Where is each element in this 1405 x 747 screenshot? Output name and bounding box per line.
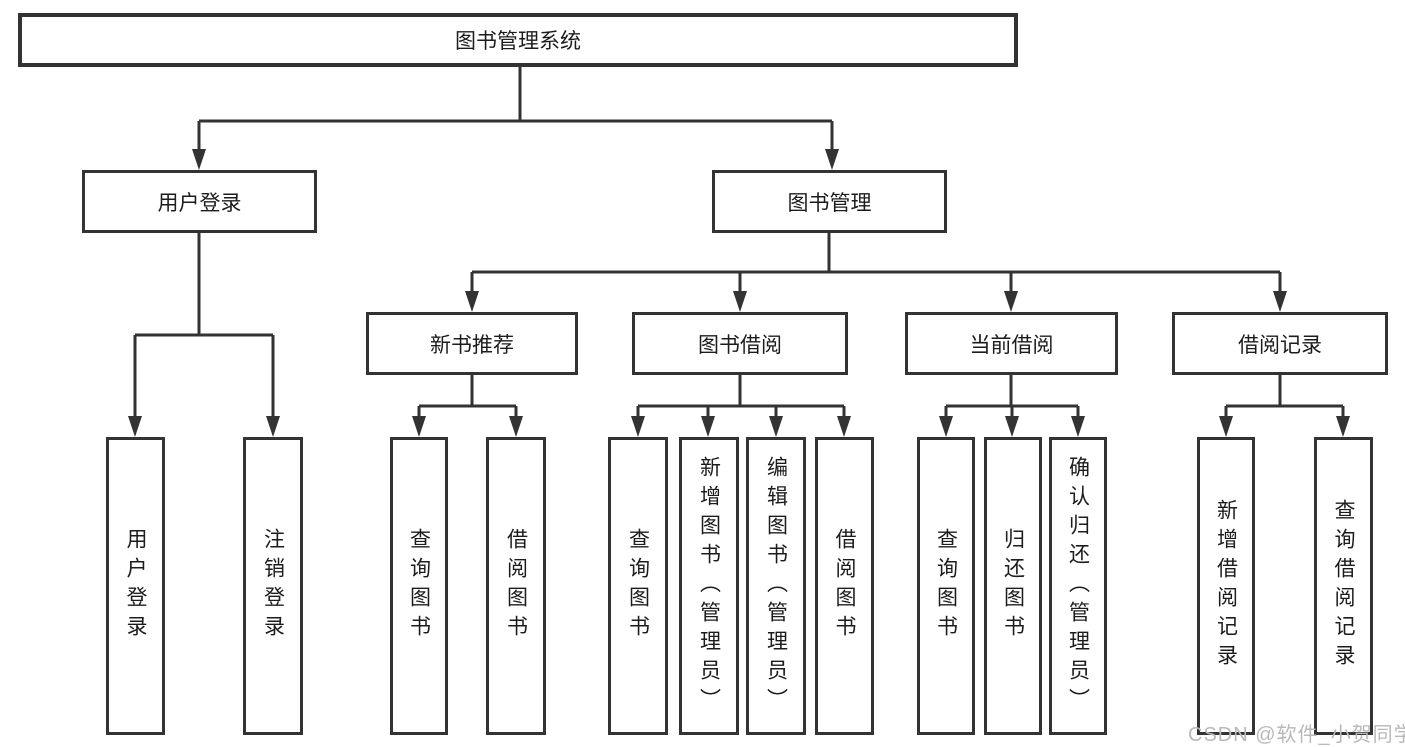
node-book-borrowing: 图书借阅 — [632, 312, 848, 375]
node-label: 新增借阅记录 — [1214, 499, 1238, 673]
trunk-borrow-records — [1224, 375, 1345, 420]
node-label: 图书管理 — [787, 191, 872, 215]
connector-lines — [133, 67, 1345, 420]
arrow-down-icon — [509, 416, 523, 437]
node-label: 借阅图书 — [504, 528, 528, 644]
node-label: 编辑图书（管理员） — [764, 455, 788, 717]
node-label: 借阅图书 — [833, 528, 856, 644]
node-label: 新增图书（管理员） — [697, 455, 721, 717]
leaf-borrow-books: 借阅图书 — [815, 437, 874, 735]
node-label: 查询图书 — [934, 528, 958, 644]
node-library-system: 图书管理系统 — [18, 13, 1018, 67]
node-label: 注销登录 — [261, 528, 285, 644]
trunk-book-mgmt — [470, 233, 1282, 295]
arrow-down-icon — [1219, 416, 1233, 437]
trunk-new-books — [417, 375, 518, 420]
leaf-query-books-current: 查询图书 — [917, 437, 975, 735]
trunk-root — [197, 67, 834, 153]
arrow-down-icon — [412, 416, 426, 437]
node-label: 确认归还（管理员） — [1066, 455, 1090, 717]
node-label: 借阅记录 — [1238, 333, 1322, 357]
node-label: 新书推荐 — [430, 333, 514, 357]
leaf-logout: 注销登录 — [243, 437, 303, 735]
node-label: 用户登录 — [157, 191, 242, 215]
arrow-down-icon — [1336, 416, 1350, 437]
arrow-down-icon — [769, 416, 783, 437]
watermark: CSDN @软件_小贺同学 — [1188, 724, 1405, 746]
arrow-down-icon — [733, 291, 747, 312]
leaf-add-books-admin: 新增图书（管理员） — [679, 437, 739, 735]
arrow-down-icon — [837, 416, 851, 437]
node-book-management: 图书管理 — [712, 170, 947, 233]
leaf-add-borrow-record: 新增借阅记录 — [1197, 437, 1255, 735]
trunk-book-borrow — [636, 375, 846, 420]
arrow-down-icon — [631, 416, 645, 437]
node-current-borrowing: 当前借阅 — [905, 312, 1118, 375]
arrow-down-icon — [1004, 291, 1018, 312]
arrow-down-icon — [128, 416, 142, 437]
leaf-user-login: 用户登录 — [106, 437, 165, 735]
leaf-query-books-recommend: 查询图书 — [390, 437, 448, 735]
node-new-book-recommend: 新书推荐 — [366, 312, 578, 375]
leaf-return-books: 归还图书 — [984, 437, 1042, 735]
arrow-down-icon — [192, 149, 206, 170]
leaf-query-books-borrow: 查询图书 — [608, 437, 668, 735]
arrow-down-icon — [266, 416, 280, 437]
leaf-query-borrow-record: 查询借阅记录 — [1314, 437, 1373, 735]
leaf-confirm-return-admin: 确认归还（管理员） — [1049, 437, 1107, 735]
node-borrowing-records: 借阅记录 — [1172, 312, 1388, 375]
arrowheads — [128, 149, 1350, 437]
node-label: 查询图书 — [626, 528, 650, 644]
arrow-down-icon — [939, 416, 953, 437]
node-label: 图书借阅 — [698, 333, 782, 357]
trunk-user-login — [133, 233, 275, 420]
node-label: 查询借阅记录 — [1332, 499, 1355, 673]
arrow-down-icon — [701, 416, 715, 437]
arrow-down-icon — [825, 149, 839, 170]
node-label: 图书管理系统 — [455, 30, 581, 53]
node-label: 查询图书 — [407, 528, 431, 644]
arrow-down-icon — [1273, 291, 1287, 312]
node-label: 用户登录 — [124, 528, 147, 644]
node-label: 归还图书 — [1001, 528, 1025, 644]
node-label: 当前借阅 — [969, 333, 1054, 357]
arrow-down-icon — [465, 291, 479, 312]
arrow-down-icon — [1005, 416, 1019, 437]
leaf-borrow-books-recommend: 借阅图书 — [486, 437, 546, 735]
leaf-edit-books-admin: 编辑图书（管理员） — [746, 437, 806, 735]
arrow-down-icon — [1071, 416, 1085, 437]
trunk-current-borrow — [944, 375, 1080, 420]
node-user-login: 用户登录 — [82, 170, 317, 233]
